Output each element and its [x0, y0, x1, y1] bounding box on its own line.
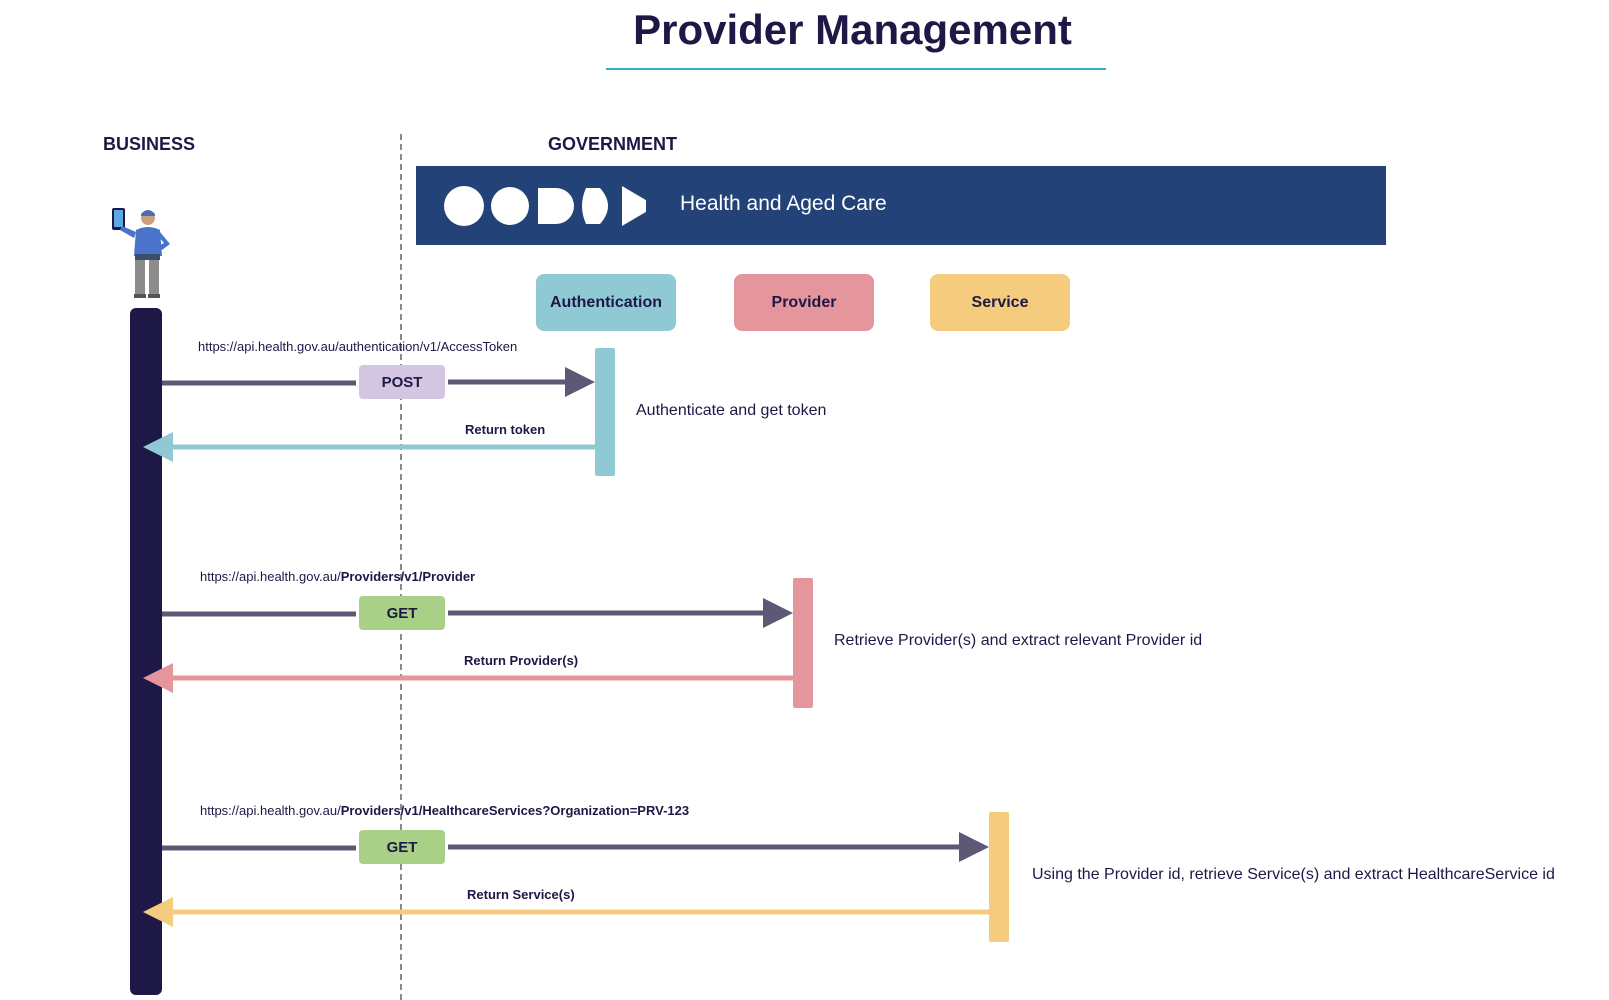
person-with-tablet-icon — [112, 208, 170, 298]
business-zone-label: BUSINESS — [103, 134, 196, 154]
post-method-badge: POST — [359, 365, 445, 399]
provider-description: Retrieve Provider(s) and extract relevan… — [834, 632, 1203, 649]
get-provider-method-badge: GET — [359, 596, 445, 630]
government-banner — [416, 166, 1386, 245]
provider-url: https://api.health.gov.au/Providers/v1/P… — [200, 569, 476, 584]
authentication-activation-bar — [595, 348, 615, 476]
government-crest-icon — [444, 186, 646, 226]
provider-activation-bar — [793, 578, 813, 708]
authentication-service-box: Authentication — [536, 274, 676, 331]
service-description: Using the Provider id, retrieve Service(… — [1032, 866, 1555, 883]
service-service-box: Service — [930, 274, 1070, 331]
healthcare-services-url: https://api.health.gov.au/Providers/v1/H… — [200, 803, 690, 818]
government-zone-label: GOVERNMENT — [548, 134, 678, 154]
return-token-label: Return token — [465, 422, 546, 437]
authentication-url: https://api.health.gov.au/authentication… — [198, 339, 518, 354]
authentication-description: Authenticate and get token — [636, 402, 827, 419]
provider-service-box: Provider — [734, 274, 874, 331]
business-lifeline — [130, 308, 162, 995]
get-services-method-badge: GET — [359, 830, 445, 864]
zone-divider — [400, 134, 402, 1000]
banner-title: Health and Aged Care — [680, 192, 887, 215]
return-providers-label: Return Provider(s) — [464, 653, 579, 668]
page-title: Provider Management — [633, 6, 1072, 53]
title-underline — [606, 68, 1106, 70]
return-services-label: Return Service(s) — [467, 887, 575, 902]
service-activation-bar — [989, 812, 1009, 942]
